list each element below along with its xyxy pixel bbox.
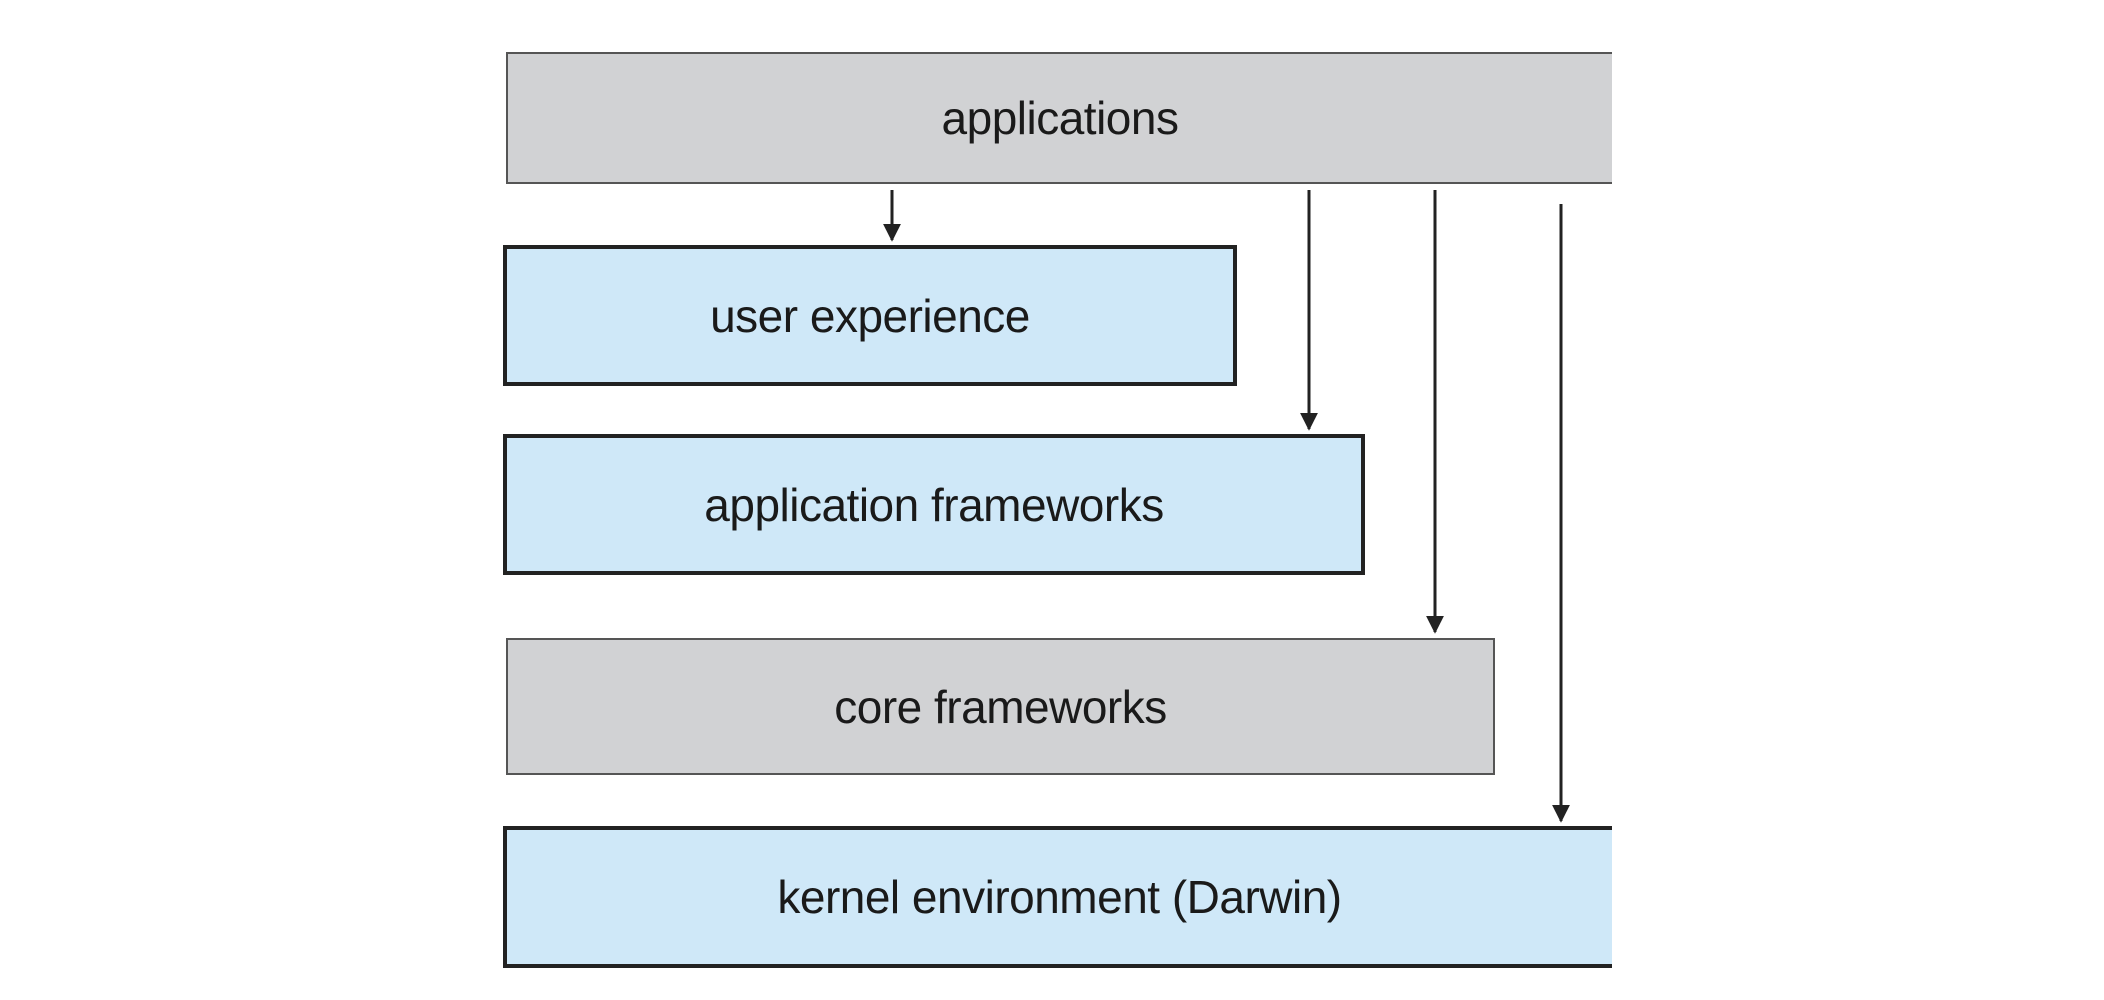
kernel-environment-label: kernel environment (Darwin) bbox=[777, 871, 1342, 923]
kernel-environment-layer: kernel environment (Darwin) bbox=[503, 826, 1612, 968]
core-frameworks-label: core frameworks bbox=[834, 680, 1167, 733]
user-experience-label: user experience bbox=[710, 289, 1030, 342]
user-experience-layer: user experience bbox=[503, 245, 1237, 386]
application-frameworks-label: application frameworks bbox=[704, 478, 1164, 531]
applications-layer: applications bbox=[506, 52, 1612, 184]
application-frameworks-layer: application frameworks bbox=[503, 434, 1365, 575]
applications-label: applications bbox=[941, 92, 1179, 144]
crop-edge bbox=[1612, 0, 2104, 1000]
core-frameworks-layer: core frameworks bbox=[506, 638, 1495, 775]
